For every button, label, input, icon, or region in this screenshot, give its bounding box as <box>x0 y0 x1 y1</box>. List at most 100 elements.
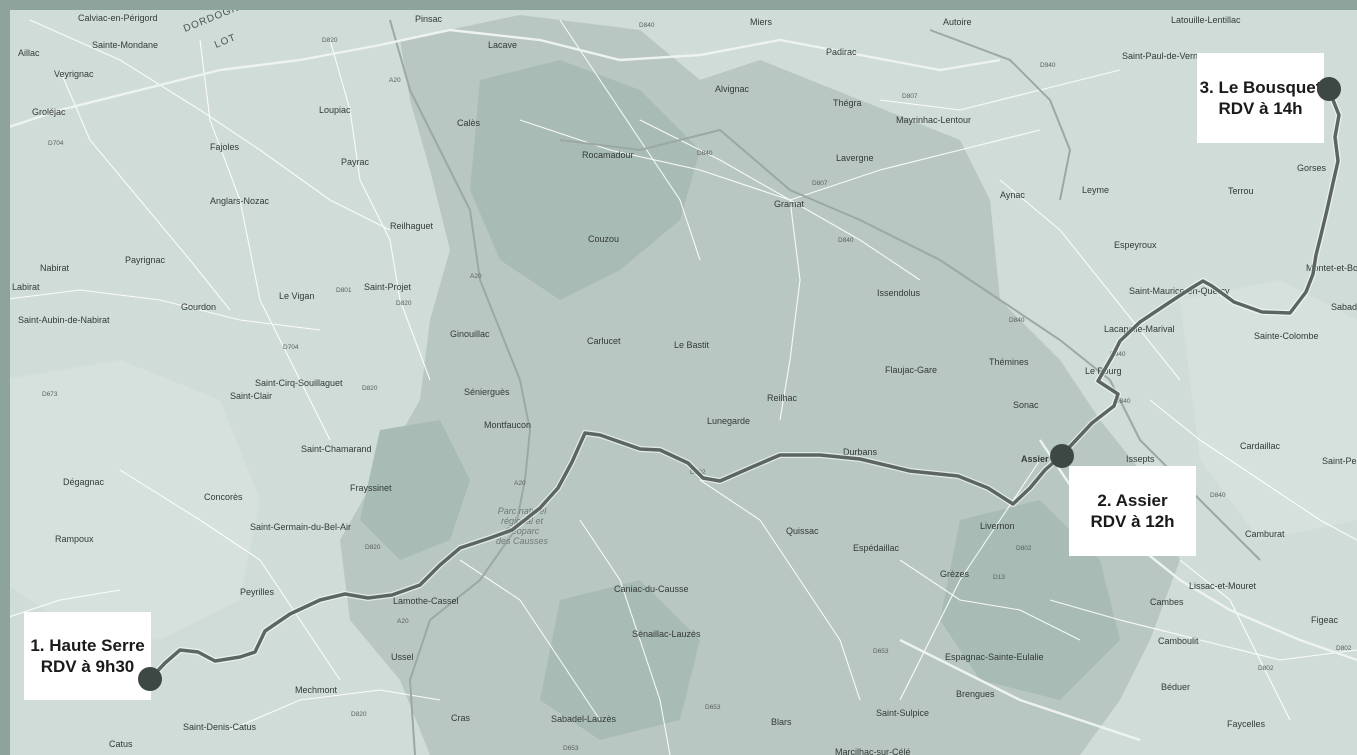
place-label: Alvignac <box>715 84 750 94</box>
road-label: D820 <box>322 37 338 44</box>
place-label: Saint-Denis-Catus <box>183 722 257 732</box>
place-label: Rampoux <box>55 534 94 544</box>
place-label: Sénierguès <box>464 387 510 397</box>
place-label: Couzou <box>588 234 619 244</box>
stop-title: 1. Haute Serre <box>30 636 145 655</box>
road-label: D802 <box>1258 665 1274 672</box>
road-label: D820 <box>365 544 381 551</box>
place-label: Montet-et-Bo <box>1306 263 1357 273</box>
place-label: Mayrinhac-Lentour <box>896 115 971 125</box>
road-label: D653 <box>563 745 579 752</box>
place-label: Sainte-Mondane <box>92 40 158 50</box>
stop-title: 2. Assier <box>1097 491 1168 510</box>
place-label: Saint-Paul-de-Vern <box>1122 51 1198 61</box>
place-label: Faycelles <box>1227 719 1266 729</box>
road-label: D653 <box>873 648 889 655</box>
place-label: Rocamadour <box>582 150 634 160</box>
stop-time: RDV à 9h30 <box>40 657 135 676</box>
stop-marker-haute-serre[interactable] <box>138 667 162 691</box>
place-label: Le Vigan <box>279 291 314 301</box>
place-labels: Calviac-en-Périgord Sainte-Mondane Veyri… <box>12 13 1357 755</box>
place-label: Brengues <box>956 689 995 699</box>
place-label: Issepts <box>1126 454 1155 464</box>
place-label: Padirac <box>826 47 857 57</box>
park-label-line4: des Causses <box>496 536 549 546</box>
place-label: Cardaillac <box>1240 441 1281 451</box>
road-label: A20 <box>514 480 526 487</box>
place-label: Cambes <box>1150 597 1184 607</box>
road-label: D807 <box>902 93 918 100</box>
place-label: Lissac-et-Mouret <box>1189 581 1257 591</box>
place-label: Saint-Clair <box>230 391 272 401</box>
place-label: Ginouillac <box>450 329 490 339</box>
road-label: D840 <box>838 237 854 244</box>
place-label: Labirat <box>12 282 40 292</box>
place-label: Calès <box>457 118 481 128</box>
place-label: Blars <box>771 717 792 727</box>
place-label: Béduer <box>1161 682 1190 692</box>
place-label: Lunegarde <box>707 416 750 426</box>
place-label: Espagnac-Sainte-Eulalie <box>945 652 1044 662</box>
road-label: D820 <box>362 385 378 392</box>
place-label: Reilhac <box>767 393 798 403</box>
place-label: Lamothe-Cassel <box>393 596 459 606</box>
road-label: D704 <box>48 140 64 147</box>
place-label: Lavergne <box>836 153 874 163</box>
road-label: D13 <box>993 574 1005 581</box>
place-label: Mechmont <box>295 685 338 695</box>
place-label: Gramat <box>774 199 805 209</box>
place-label: Anglars-Nozac <box>210 196 270 206</box>
road-label: D840 <box>1009 317 1025 324</box>
place-label: Durbans <box>843 447 878 457</box>
place-label: Le Bastit <box>674 340 710 350</box>
place-label: Espédaillac <box>853 543 900 553</box>
place-label: Thégra <box>833 98 862 108</box>
place-label: Dégagnac <box>63 477 105 487</box>
place-label: Saint-Germain-du-Bel-Air <box>250 522 351 532</box>
place-label: Lacapelle-Marival <box>1104 324 1175 334</box>
route-line-core <box>148 87 1341 681</box>
frame-left <box>0 0 10 755</box>
place-label: Saint-Maurice-en-Quercy <box>1129 286 1230 296</box>
road-label: D704 <box>283 344 299 351</box>
place-label: Ussel <box>391 652 414 662</box>
place-label: Saint-Cirq-Souillaguet <box>255 378 343 388</box>
place-label: Figeac <box>1311 615 1339 625</box>
place-label: Gorses <box>1297 163 1327 173</box>
stop-marker-le-bousquet[interactable] <box>1317 77 1341 101</box>
place-label: Groléjac <box>32 107 66 117</box>
place-label: Cras <box>451 713 471 723</box>
place-label: Reilhaguet <box>390 221 434 231</box>
road-label: D840 <box>1115 398 1131 405</box>
place-label: Latouille-Lentillac <box>1171 15 1241 25</box>
place-label: Sénaillac-Lauzès <box>632 629 701 639</box>
place-label: Autoire <box>943 17 972 27</box>
stop-time: RDV à 12h <box>1090 512 1175 531</box>
road-label: A20 <box>397 618 409 625</box>
place-label: Quissac <box>786 526 819 536</box>
place-label: Marcilhac-sur-Célé <box>835 747 911 755</box>
road-label: A20 <box>389 77 401 84</box>
place-label: Terrou <box>1228 186 1254 196</box>
road-label: D802 <box>1016 545 1032 552</box>
place-label: Saint-Per <box>1322 456 1357 466</box>
place-label: Saint-Sulpice <box>876 708 929 718</box>
stop-callout-le-bousquet: 3. Le Bousquet RDV à 14h <box>1197 53 1324 143</box>
place-label: Sabadel-Lauzès <box>551 714 617 724</box>
road-label: D802 <box>1336 645 1352 652</box>
place-label: Sabad <box>1331 302 1357 312</box>
place-label: Issendolus <box>877 288 921 298</box>
place-label: Montfaucon <box>484 420 531 430</box>
place-label: Aillac <box>18 48 40 58</box>
place-label: Veyrignac <box>54 69 94 79</box>
stop-callout-assier: 2. Assier RDV à 12h <box>1069 466 1196 556</box>
place-label-assier: Assier <box>1021 454 1049 464</box>
road-label: D940 <box>1040 62 1056 69</box>
road-label: D840 <box>639 22 655 29</box>
stop-callout-haute-serre: 1. Haute Serre RDV à 9h30 <box>24 612 151 700</box>
place-label: Espeyroux <box>1114 240 1157 250</box>
place-label: Camboulit <box>1158 636 1199 646</box>
place-label: Payrignac <box>125 255 166 265</box>
stop-marker-assier[interactable] <box>1050 444 1074 468</box>
